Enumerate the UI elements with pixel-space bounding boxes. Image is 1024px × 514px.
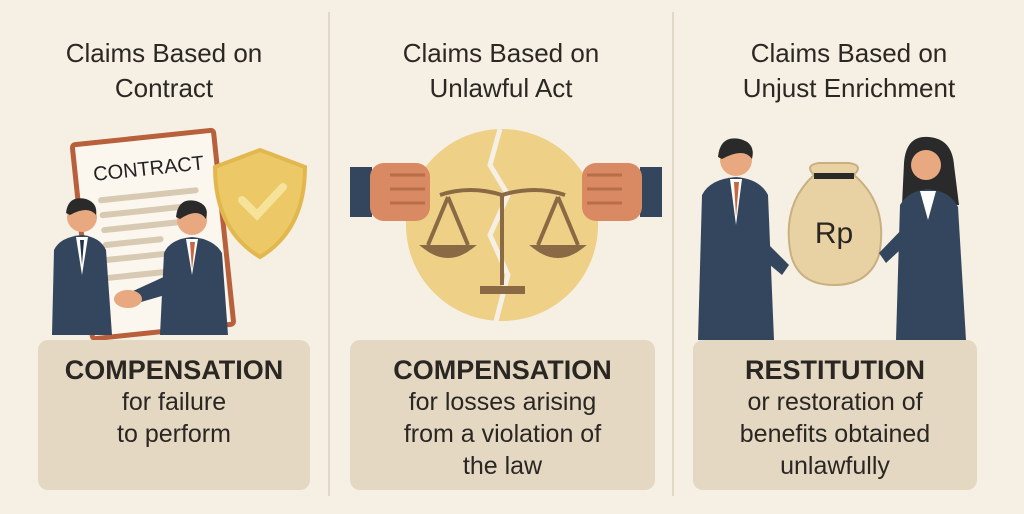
column-unlawful-act: Claims Based on Unlawful Act COMPENSATION…: [330, 0, 672, 514]
remedy-text: unlawfully: [780, 452, 890, 480]
contract-handshake-illustration: CONTRACT: [52, 127, 308, 340]
column-contract: Claims Based on Contract CONTRACT COMPENS…: [0, 0, 328, 514]
divider-1: [328, 12, 330, 496]
column-title: Claims Based on Unjust Enrichment: [674, 36, 1024, 106]
money-handover-illustration: Rp: [698, 136, 966, 340]
remedy-box: RESTITUTION or restoration of benefits o…: [693, 340, 977, 490]
remedy-text: or restoration of: [747, 388, 923, 416]
divider-2: [672, 12, 674, 496]
money-bag-icon: Rp: [787, 162, 883, 287]
crack: [487, 128, 511, 326]
remedy-text: for failure: [121, 388, 227, 416]
remedy-text: the law: [462, 452, 543, 480]
remedy-box: COMPENSATION for failure to perform: [38, 340, 310, 490]
remedy-heading: RESTITUTION: [745, 355, 925, 385]
handshake: [114, 290, 142, 308]
businessman: [698, 138, 789, 340]
remedy-heading: COMPENSATION: [393, 355, 612, 385]
businesswoman: [879, 136, 966, 340]
scales-of-justice-icon: [419, 188, 587, 294]
title-line: Claims Based on: [65, 38, 263, 68]
businessman-right: [120, 200, 228, 335]
remedy-text: for losses arising: [408, 388, 597, 416]
remedy-text: benefits obtained: [739, 420, 931, 448]
fist-left-icon: [350, 163, 430, 221]
title-line: Unlawful Act: [429, 73, 573, 103]
column-title: Claims Based on Contract: [0, 36, 328, 106]
shield-check-icon: [212, 147, 308, 260]
broken-scales-illustration: [350, 128, 662, 326]
remedy-text: to perform: [117, 420, 231, 448]
title-line: Claims Based on: [750, 38, 948, 68]
fist-right-icon: [582, 163, 662, 221]
title-line: Claims Based on: [402, 38, 600, 68]
businessman-left: [52, 198, 112, 335]
remedy-text: from a violation of: [403, 420, 602, 448]
title-line: Unjust Enrichment: [742, 73, 956, 103]
column-title: Claims Based on Unlawful Act: [330, 36, 672, 106]
remedy-heading: COMPENSATION: [64, 355, 284, 385]
remedy-box: COMPENSATION for losses arising from a v…: [350, 340, 655, 490]
title-line: Contract: [114, 73, 214, 103]
column-unjust-enrichment: Claims Based on Unjust Enrichment Rp REST…: [674, 0, 1024, 514]
bag-label: Rp: [815, 217, 853, 250]
